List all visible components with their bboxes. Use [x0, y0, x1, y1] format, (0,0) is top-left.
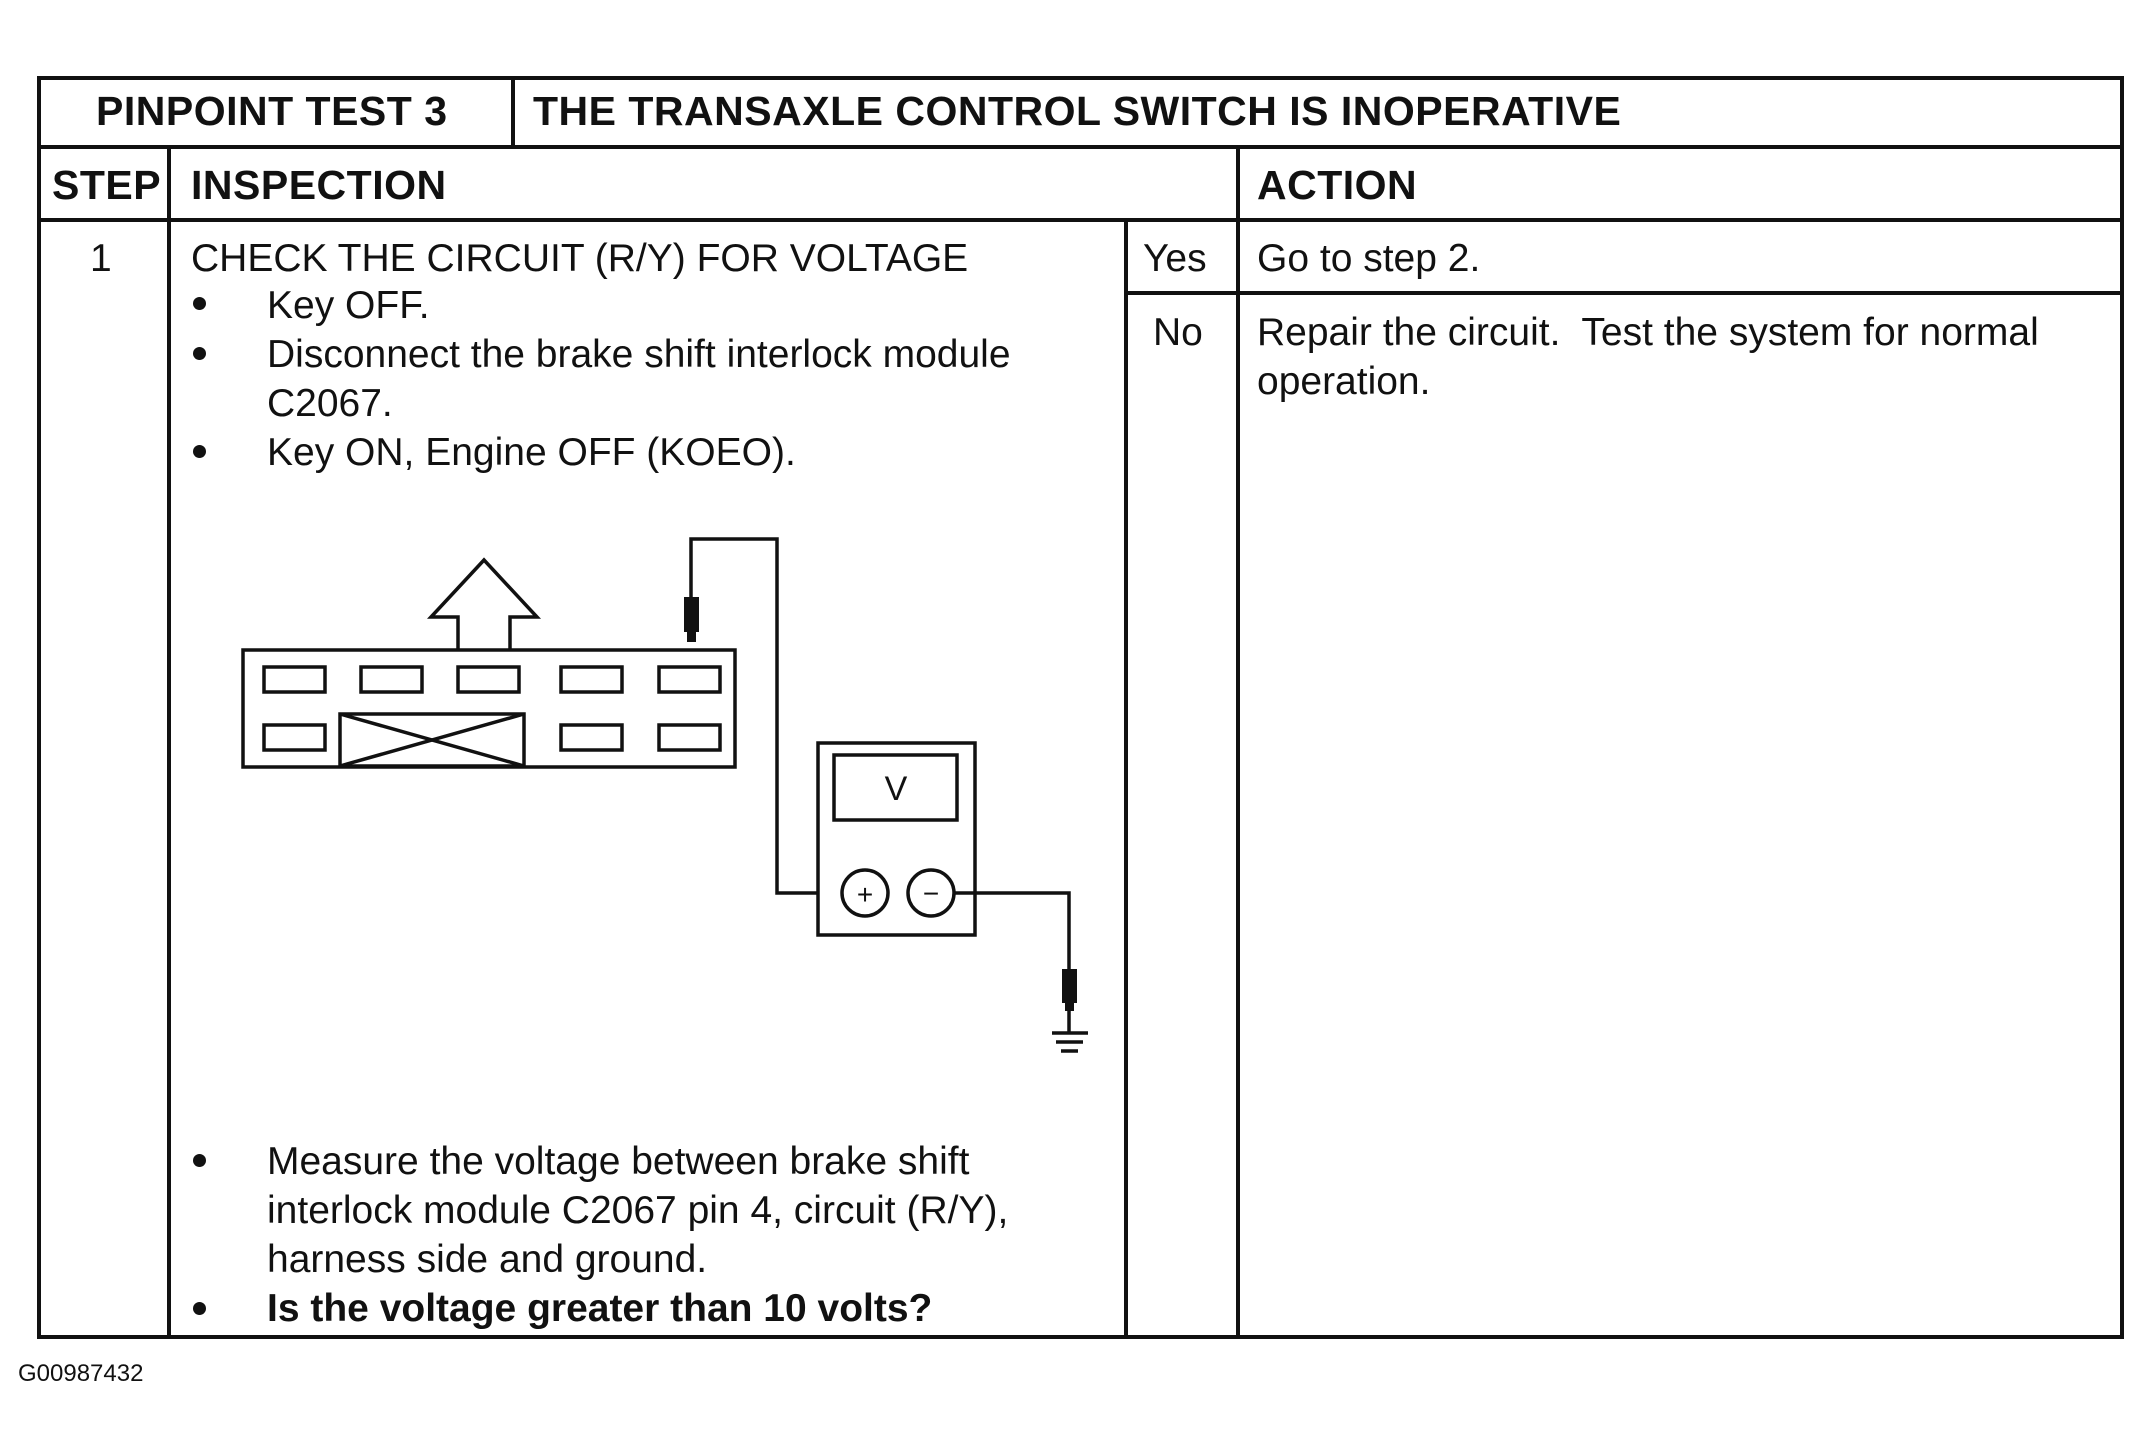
connector-pin: [456, 665, 521, 694]
decision-question: Is the voltage greater than 10 volts?: [267, 1287, 933, 1330]
connector-direction-arrow-icon: [426, 557, 542, 650]
step-title: CHECK THE CIRCUIT (R/Y) FOR VOLTAGE: [191, 237, 969, 280]
positive-terminal-icon: [840, 868, 890, 918]
figure-id: G00987432: [18, 1360, 144, 1387]
connector-pin: [559, 723, 624, 752]
column-header-divider: [37, 218, 2124, 222]
column-header-step: STEP: [52, 162, 162, 208]
connector-pin: [657, 723, 722, 752]
list-item: Key ON, Engine OFF (KOEO).: [267, 431, 796, 474]
list-item: Measure the voltage between brake shift: [267, 1140, 970, 1183]
inspection-result-divider: [1124, 218, 1128, 1339]
table-border-bottom: [37, 1335, 2124, 1339]
table-border-right: [2120, 76, 2124, 1339]
test-title: THE TRANSAXLE CONTROL SWITCH IS INOPERAT…: [533, 88, 1622, 134]
connector-pin-4: [657, 665, 722, 694]
step-number: 1: [90, 237, 112, 280]
column-header-action: ACTION: [1257, 162, 1418, 208]
bullet-icon: [193, 1154, 206, 1167]
positive-test-lead: [689, 537, 818, 895]
list-item-continuation: harness side and ground.: [267, 1238, 708, 1281]
connector-pin: [262, 665, 327, 694]
action-column-divider: [1236, 145, 1240, 1339]
table-border-top: [37, 76, 2124, 80]
connector-pin: [559, 665, 624, 694]
result-no-label: No: [1153, 311, 1203, 354]
action-yes-text: Go to step 2.: [1257, 237, 1481, 280]
header-row-divider: [37, 145, 2124, 149]
multimeter: [816, 741, 977, 937]
bullet-icon: [193, 1302, 206, 1315]
action-no-text-line-1: Repair the circuit. Test the system for …: [1257, 311, 2039, 354]
connector-pin: [359, 665, 424, 694]
probe-tip-negative: [1062, 969, 1077, 1003]
meter-label: V: [885, 770, 908, 808]
step-column-divider: [167, 145, 171, 1339]
bullet-icon: [193, 347, 206, 360]
result-yes-label: Yes: [1143, 237, 1207, 280]
list-item: Key OFF.: [267, 284, 430, 327]
connector-blank-cavity: [338, 712, 526, 768]
connector-pin: [262, 723, 327, 752]
minus-symbol: −: [923, 878, 939, 909]
plus-symbol: +: [857, 879, 873, 910]
bullet-icon: [193, 297, 206, 310]
list-item-continuation: C2067.: [267, 382, 393, 425]
title-row-divider: [511, 76, 515, 147]
list-item-continuation: interlock module C2067 pin 4, circuit (R…: [267, 1189, 1009, 1232]
test-number-label: PINPOINT TEST 3: [96, 88, 448, 134]
meter-display: [832, 753, 959, 822]
column-header-inspection: INSPECTION: [191, 162, 447, 208]
probe-tip-positive: [684, 597, 699, 632]
bullet-icon: [193, 445, 206, 458]
negative-test-lead: [954, 891, 1071, 970]
list-item: Disconnect the brake shift interlock mod…: [267, 333, 1011, 376]
table-border-left: [37, 76, 41, 1339]
yes-no-divider: [1124, 291, 2124, 295]
action-no-text-line-2: operation.: [1257, 360, 1431, 403]
